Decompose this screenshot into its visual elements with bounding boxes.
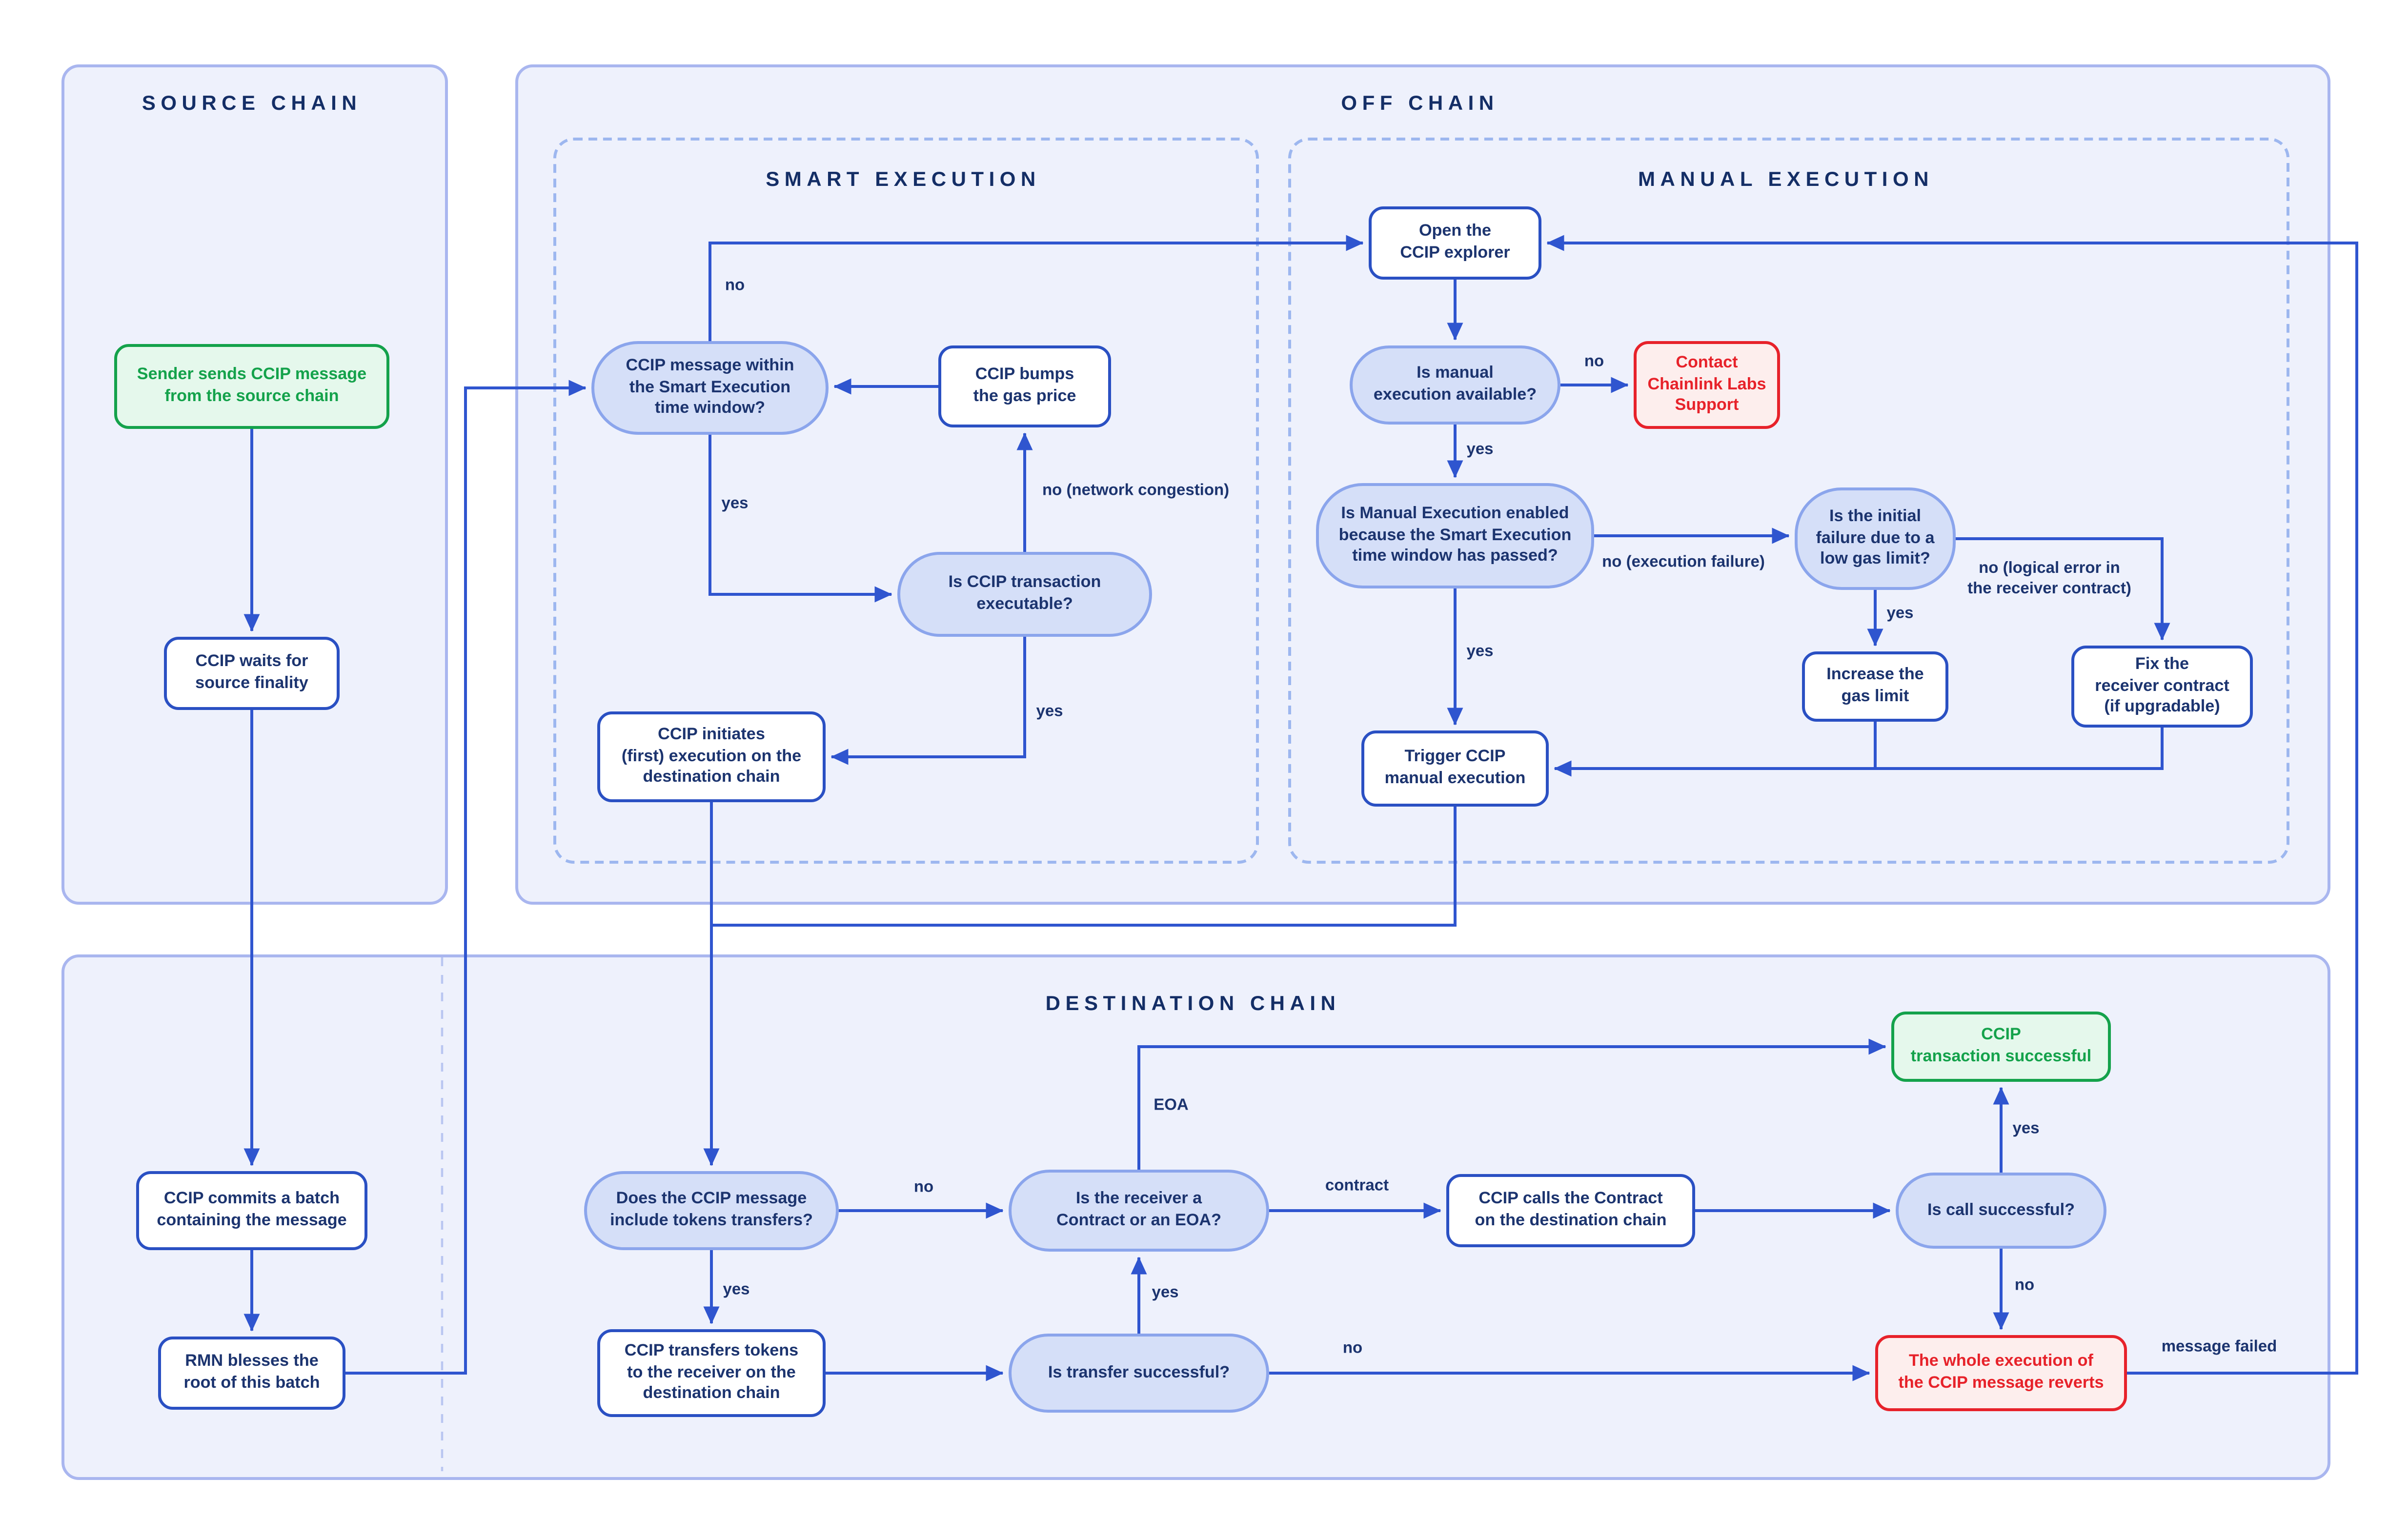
node-sender: Sender sends CCIP message from the sourc… xyxy=(114,344,389,429)
label-manual-available-no: no xyxy=(1584,353,1604,371)
node-transfers-tokens: CCIP transfers tokens to the receiver on… xyxy=(597,1329,826,1417)
node-tx-success-label: CCIP transaction successful xyxy=(1910,1027,2092,1066)
node-receiver-type-label: Is the receiver a Contract or an EOA? xyxy=(1056,1191,1221,1230)
node-include-tokens-label: Does the CCIP message include tokens tra… xyxy=(610,1191,813,1230)
node-rmn: RMN blesses the root of this batch xyxy=(158,1337,345,1410)
node-contact-support-label: Contact Chainlink Labs Support xyxy=(1647,354,1766,415)
node-manual-available-label: Is manual execution available? xyxy=(1373,365,1537,404)
source-chain-panel xyxy=(61,64,448,905)
node-commits: CCIP commits a batch containing the mess… xyxy=(136,1171,367,1250)
node-within-window-label: CCIP message within the Smart Execution … xyxy=(626,357,794,418)
node-calls-contract: CCIP calls the Contract on the destinati… xyxy=(1446,1174,1695,1247)
node-bumps-label: CCIP bumps the gas price xyxy=(973,366,1076,405)
node-fix-receiver-label: Fix the receiver contract (if upgradable… xyxy=(2095,656,2229,716)
node-fix-receiver: Fix the receiver contract (if upgradable… xyxy=(2071,646,2253,728)
manual-execution-title: MANUAL EXECUTION xyxy=(1638,167,1934,190)
node-call-success-label: Is call successful? xyxy=(1927,1201,2075,1219)
node-calls-contract-label: CCIP calls the Contract on the destinati… xyxy=(1475,1191,1667,1230)
node-enabled-window-label: Is Manual Execution enabled because the … xyxy=(1338,505,1572,566)
node-manual-available: Is manual execution available? xyxy=(1350,345,1560,425)
node-bumps: CCIP bumps the gas price xyxy=(938,345,1111,427)
label-include-tokens-no: no xyxy=(913,1178,934,1196)
label-transfer-no: no xyxy=(1342,1339,1363,1358)
node-include-tokens: Does the CCIP message include tokens tra… xyxy=(584,1171,839,1250)
label-execution-failure: no (execution failure) xyxy=(1602,553,1765,571)
node-within-window: CCIP message within the Smart Execution … xyxy=(591,341,829,435)
node-transfer-success: Is transfer successful? xyxy=(1009,1334,1269,1413)
node-commits-label: CCIP commits a batch containing the mess… xyxy=(157,1191,347,1230)
label-within-window-yes: yes xyxy=(721,495,749,513)
label-network-congestion: no (network congestion) xyxy=(1042,482,1230,500)
node-rmn-label: RMN blesses the root of this batch xyxy=(183,1353,320,1392)
destination-chain-title: DESTINATION CHAIN xyxy=(1045,991,1341,1014)
label-within-window-no: no xyxy=(725,277,745,295)
node-low-gas: Is the initial failure due to a low gas … xyxy=(1795,487,1956,590)
label-eoa: EOA xyxy=(1154,1096,1189,1114)
label-executable-yes: yes xyxy=(1036,703,1063,721)
node-open-explorer-label: Open the CCIP explorer xyxy=(1400,223,1510,262)
source-chain-title: SOURCE CHAIN xyxy=(142,91,362,114)
node-initiates-label: CCIP initiates (first) execution on the … xyxy=(621,726,802,787)
node-receiver-type: Is the receiver a Contract or an EOA? xyxy=(1009,1170,1269,1252)
label-logical-error: no (logical error in the receiver contra… xyxy=(1967,559,2131,597)
node-waits-label: CCIP waits for source finality xyxy=(195,653,308,692)
node-executable-label: Is CCIP transaction executable? xyxy=(948,574,1101,613)
node-trigger-manual-label: Trigger CCIP manual execution xyxy=(1384,749,1526,788)
label-low-gas-yes: yes xyxy=(1886,605,1914,623)
node-sender-label: Sender sends CCIP message from the sourc… xyxy=(137,366,367,405)
smart-execution-title: SMART EXECUTION xyxy=(766,167,1041,190)
label-call-yes: yes xyxy=(2012,1120,2040,1138)
node-transfers-tokens-label: CCIP transfers tokens to the receiver on… xyxy=(624,1342,799,1403)
node-increase-gas-label: Increase the gas limit xyxy=(1826,667,1924,706)
node-increase-gas: Increase the gas limit xyxy=(1802,651,1948,722)
label-message-failed: message failed xyxy=(2161,1338,2277,1356)
node-enabled-window: Is Manual Execution enabled because the … xyxy=(1316,483,1594,588)
node-trigger-manual: Trigger CCIP manual execution xyxy=(1361,730,1549,807)
node-executable: Is CCIP transaction executable? xyxy=(897,552,1152,637)
node-tx-success: CCIP transaction successful xyxy=(1891,1012,2111,1082)
node-reverts-label: The whole execution of the CCIP message … xyxy=(1898,1353,2104,1392)
label-contract: contract xyxy=(1325,1177,1389,1195)
node-low-gas-label: Is the initial failure due to a low gas … xyxy=(1816,508,1935,568)
node-contact-support: Contact Chainlink Labs Support xyxy=(1634,341,1780,429)
label-call-no: no xyxy=(2014,1277,2035,1295)
node-transfer-success-label: Is transfer successful? xyxy=(1048,1364,1230,1382)
node-initiates: CCIP initiates (first) execution on the … xyxy=(597,711,826,802)
label-include-tokens-yes: yes xyxy=(723,1281,750,1299)
node-reverts: The whole execution of the CCIP message … xyxy=(1875,1335,2127,1411)
label-enabled-yes: yes xyxy=(1466,643,1494,661)
node-waits: CCIP waits for source finality xyxy=(164,637,340,710)
node-call-success: Is call successful? xyxy=(1896,1173,2106,1249)
off-chain-title: OFF CHAIN xyxy=(1341,91,1499,114)
label-transfer-yes: yes xyxy=(1152,1284,1179,1302)
label-manual-available-yes: yes xyxy=(1466,441,1494,459)
node-open-explorer: Open the CCIP explorer xyxy=(1369,206,1541,280)
